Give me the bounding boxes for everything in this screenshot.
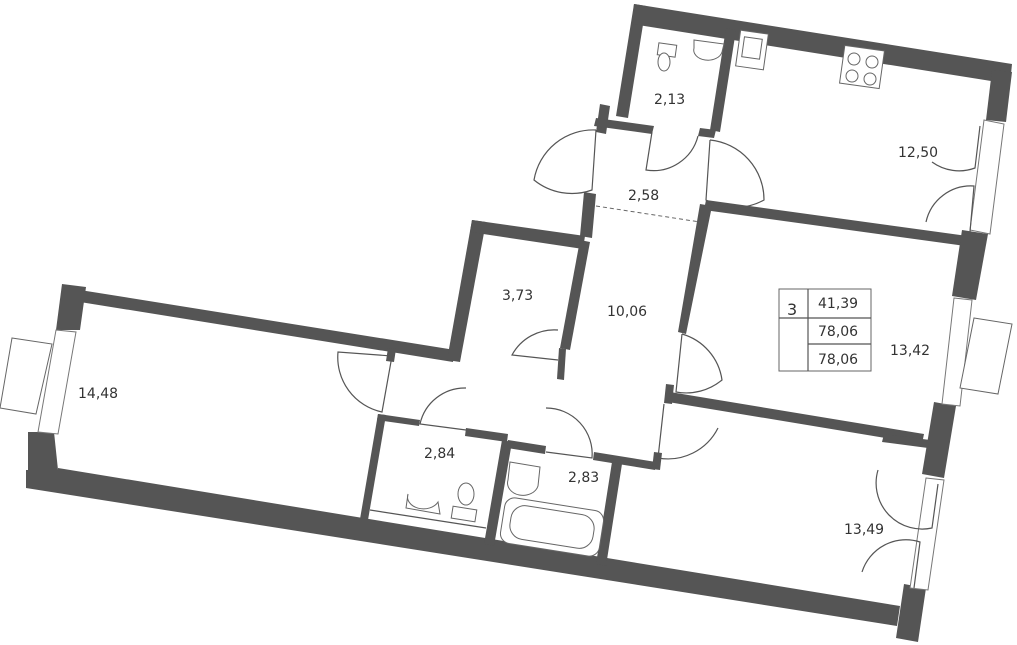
wall-bath2-right <box>596 462 622 566</box>
door-bedroom2-balcony-bottom <box>861 539 921 589</box>
wall-left-lower <box>28 432 58 470</box>
door-bedroom2-balcony-top <box>875 469 939 530</box>
burner-icon <box>847 52 861 66</box>
wall-storage-stub <box>557 348 566 380</box>
bath1-toilet-bowl-icon <box>457 482 475 506</box>
area-labels: 14,48 2,84 2,83 3,73 10,06 2,58 2,13 12,… <box>78 92 938 538</box>
wall-hall-low-stub <box>652 452 662 470</box>
bath1-sink-icon <box>405 493 441 515</box>
wall-wc-left <box>616 4 646 118</box>
door-bedroom2 <box>657 403 719 460</box>
wall-right-mid <box>952 230 988 300</box>
wall-right-bottom <box>896 584 926 642</box>
area-kitchen: 12,50 <box>898 145 938 161</box>
window-living <box>37 329 77 435</box>
windows <box>0 119 1013 591</box>
area-bath-small: 2,84 <box>424 446 455 462</box>
bath1-toilet-tank-icon <box>450 505 478 523</box>
area-wc: 2,13 <box>654 92 685 108</box>
area-hall: 10,06 <box>607 304 647 320</box>
wc-sink-icon <box>693 39 725 61</box>
wall-bath-mid <box>484 440 512 546</box>
wall-bath2-top <box>507 440 546 454</box>
summary-frame <box>778 288 872 372</box>
wall-right-lower <box>922 402 956 478</box>
window-bedroom1 <box>941 297 973 407</box>
wall-bath1-top <box>377 414 420 426</box>
door-kitchen-balcony-bottom <box>925 185 975 233</box>
door-storage <box>511 329 559 361</box>
summary-box: 3 41,39 78,06 78,06 <box>778 288 872 372</box>
summary-living-area: 41,39 <box>818 296 858 312</box>
bath1-counter <box>369 509 487 529</box>
bathtub-inner-icon <box>509 505 595 549</box>
burner-icon <box>865 55 879 69</box>
wall-hall-stub2 <box>386 348 396 362</box>
wall-top <box>632 4 1012 84</box>
window-bedroom2 <box>909 477 945 591</box>
summary-total-area-2: 78,06 <box>818 352 858 368</box>
area-bath: 2,83 <box>568 470 599 486</box>
walls <box>26 4 1012 642</box>
wall-bed1-left <box>678 204 712 334</box>
hall-divider <box>595 205 701 223</box>
door-bedroom1 <box>675 333 723 394</box>
toilet-bowl-icon <box>657 52 671 72</box>
wall-wc-bottom-left <box>594 118 654 134</box>
wall-bath1-top-right <box>465 428 508 442</box>
door-hall-top-left <box>533 129 597 195</box>
doors <box>337 125 981 589</box>
area-storage: 3,73 <box>502 288 533 304</box>
door-kitchen-balcony-top <box>931 125 981 172</box>
wall-bath2-top-right <box>593 452 656 470</box>
bath2-sink-icon <box>507 461 541 496</box>
wall-wc-kitchen <box>710 28 736 132</box>
wall-storage-left <box>447 220 486 362</box>
summary-total-area: 78,06 <box>818 324 858 340</box>
wall-bed2-top-stub <box>882 434 930 448</box>
door-living <box>337 351 393 413</box>
balcony-bedroom1 <box>959 317 1013 395</box>
door-hall-top-right <box>705 139 765 209</box>
wall-bath1-left <box>360 414 386 520</box>
wall-kitchen-bed <box>704 200 982 248</box>
stove-icon <box>838 44 886 90</box>
wall-left-upper <box>56 284 86 330</box>
door-bath2 <box>545 407 593 459</box>
wall-storage-top <box>470 220 585 249</box>
kitchen-sink-basin-icon <box>741 36 763 60</box>
wall-kitchen-right <box>986 70 1012 122</box>
area-bedroom2: 13,49 <box>844 522 884 538</box>
wall-storage-right <box>560 240 590 350</box>
window-kitchen <box>969 119 1005 235</box>
balcony-living <box>0 337 53 415</box>
area-bedroom1: 13,42 <box>890 343 930 359</box>
summary-room-count: 3 <box>787 300 797 319</box>
burner-icon <box>845 69 859 83</box>
burner-icon <box>863 72 877 86</box>
wall-wc-bottom-right <box>698 128 716 138</box>
wall-bed-bed <box>668 392 924 444</box>
area-living: 14,48 <box>78 386 118 402</box>
door-wc <box>645 131 699 172</box>
wall-living-top <box>80 290 455 362</box>
area-hall-top: 2,58 <box>628 188 659 204</box>
wall-hall-stub <box>580 192 596 238</box>
wall-bottom <box>26 468 900 626</box>
door-bath1 <box>419 387 467 431</box>
fixtures <box>369 29 886 557</box>
